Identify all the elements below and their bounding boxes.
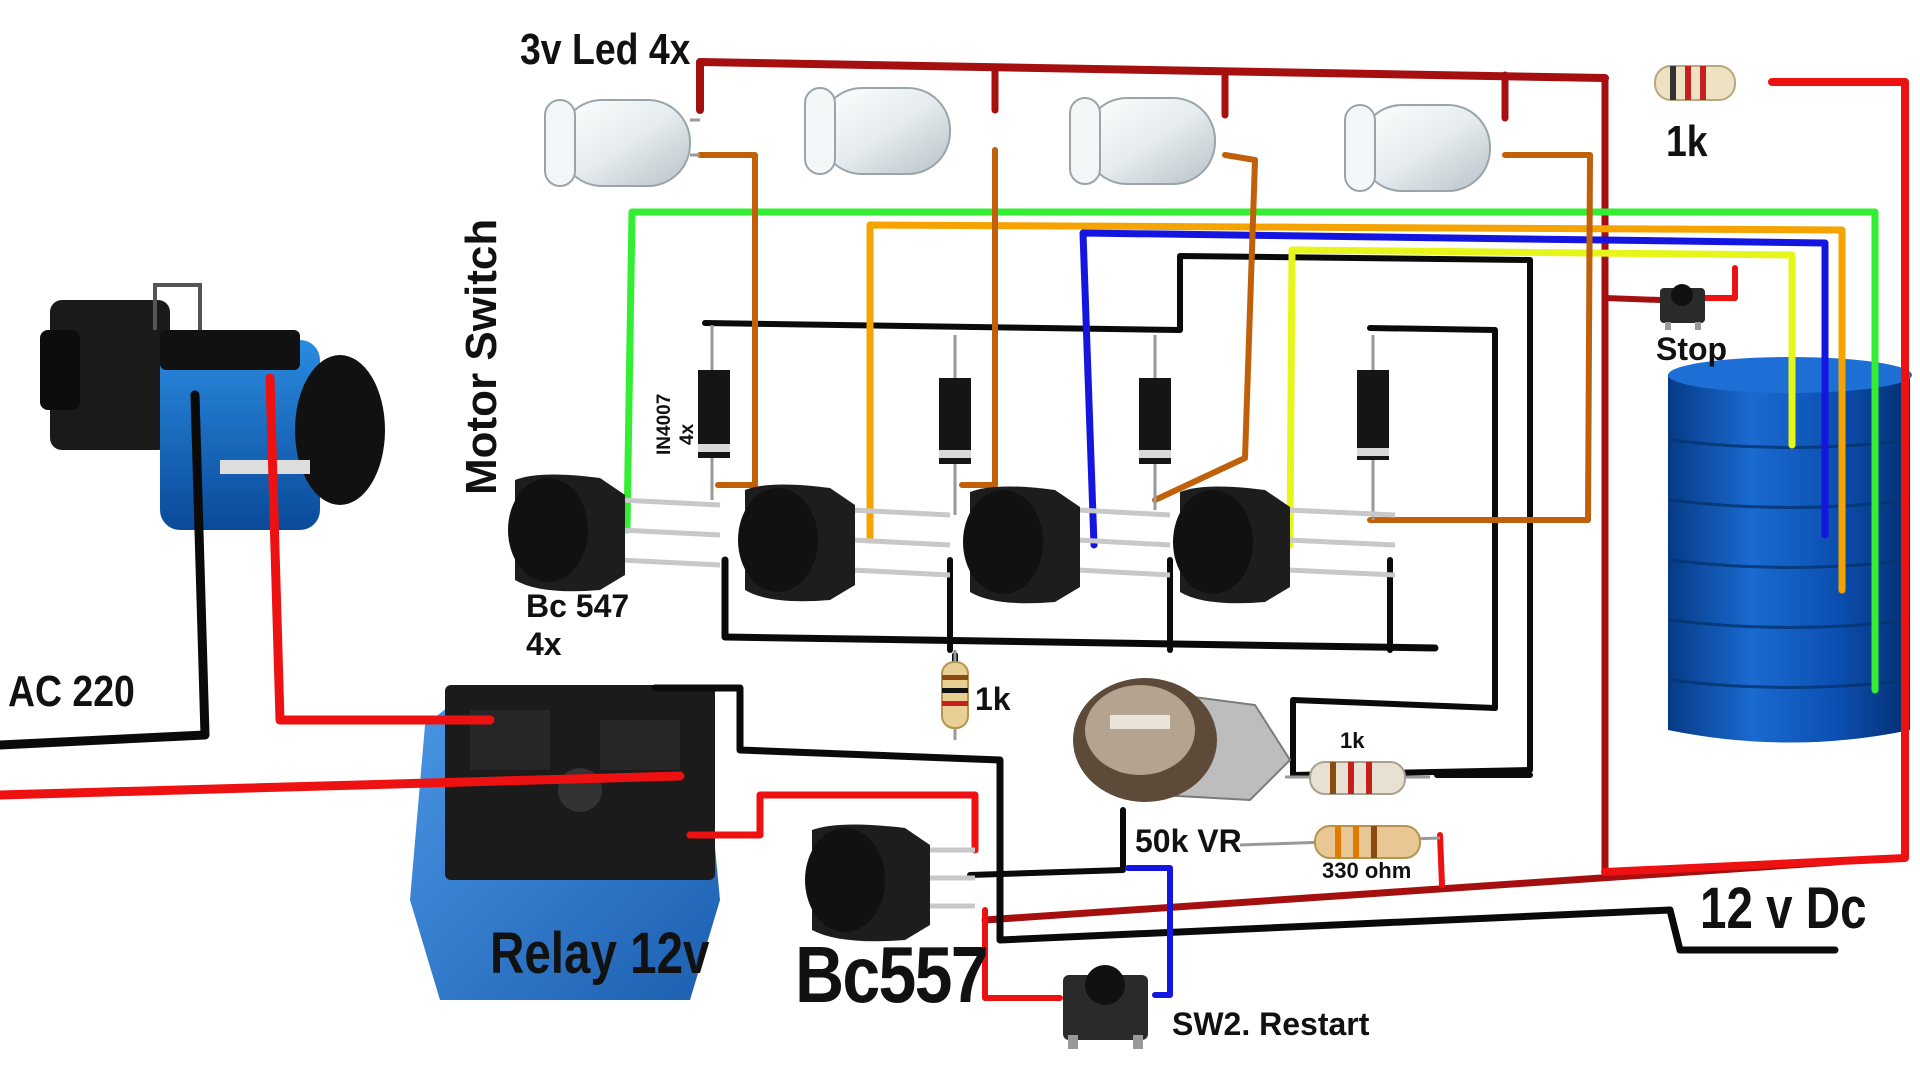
dc-label: 12 v Dc xyxy=(1700,876,1867,941)
transistor-bc557 xyxy=(805,824,975,942)
transistor-bc547-1 xyxy=(508,474,721,592)
diode-2 xyxy=(939,335,971,515)
led-2 xyxy=(804,87,951,175)
variable-resistor xyxy=(1073,678,1292,802)
resistor-top-1k xyxy=(1654,65,1736,101)
pump-motor xyxy=(40,283,385,530)
relay-label: Relay 12v xyxy=(490,921,710,986)
diode-4 xyxy=(1357,335,1389,520)
bc547-label: Bc 547 xyxy=(526,588,630,624)
diode-qty-label: 4x xyxy=(677,423,698,445)
led-3 xyxy=(1069,97,1216,185)
water-tank xyxy=(1668,357,1912,743)
ac-label: AC 220 xyxy=(8,667,135,716)
diode-1 xyxy=(698,325,730,500)
wires xyxy=(0,58,1909,1001)
resistor-mid-label: 1k xyxy=(975,681,1011,717)
resistor-330-ohm xyxy=(1239,825,1441,859)
stop-label: Stop xyxy=(1656,331,1728,367)
vr-label: 50k VR xyxy=(1135,823,1242,859)
bc557-label: Bc557 xyxy=(795,930,989,1019)
bc547-qty-label: 4x xyxy=(526,626,562,662)
led-label: 3v Led 4x xyxy=(520,25,691,74)
restart-button[interactable] xyxy=(1063,965,1148,1049)
motor-switch-label: Motor Switch xyxy=(457,218,506,495)
restart-label: SW2. Restart xyxy=(1172,1006,1370,1042)
transistor-bc547-2 xyxy=(738,484,951,602)
resistor-right-1k xyxy=(1285,761,1430,795)
resistor-330-label: 330 ohm xyxy=(1322,858,1412,883)
resistor-top-label: 1k xyxy=(1666,117,1708,166)
transistor-bc547-4 xyxy=(1173,486,1396,604)
diode-3 xyxy=(1139,335,1171,510)
led-1 xyxy=(544,99,700,187)
diode-label: IN4007 xyxy=(654,393,675,455)
resistor-mid-1k xyxy=(941,650,969,740)
stop-button[interactable] xyxy=(1660,284,1705,330)
resistor-right-label: 1k xyxy=(1340,728,1365,753)
led-4 xyxy=(1344,104,1491,192)
transistor-bc547-3 xyxy=(963,486,1171,604)
